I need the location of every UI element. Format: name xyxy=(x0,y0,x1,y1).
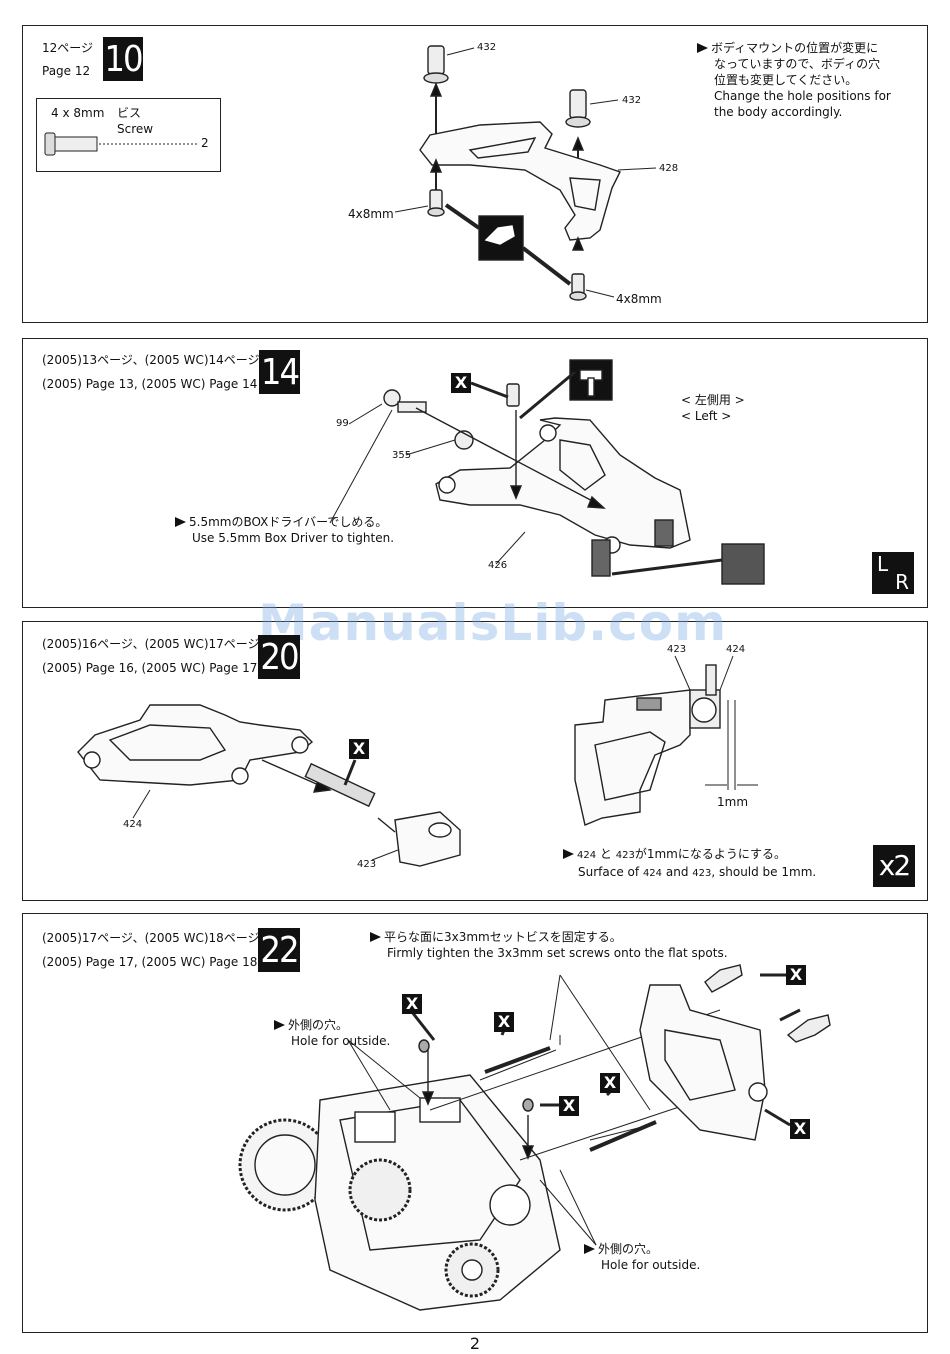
step-10-note: ボディマウントの位置が変更に なっていますので、ボディの穴 位置も変更してくださ… xyxy=(697,40,891,120)
dimension-label: 1mm xyxy=(717,795,749,809)
part-quantity: 2 xyxy=(201,136,209,150)
screw-label-left: 4x8mm xyxy=(348,207,394,221)
step-10-panel xyxy=(22,25,928,323)
callout-432-a: 432 xyxy=(477,42,497,53)
x-marker: X xyxy=(559,1096,579,1116)
step-14-panel xyxy=(22,338,928,608)
x-marker: X xyxy=(349,739,369,759)
step-20-ref-jp: (2005)16ページ、(2005 WC)17ページ xyxy=(42,637,260,651)
page-number: 2 xyxy=(469,1334,481,1353)
hole-note-outside-2: 外側の穴。 Hole for outside. xyxy=(584,1241,700,1273)
arrow-icon xyxy=(175,517,186,527)
step-number-14: 14 xyxy=(259,350,300,394)
body-mount-drawing xyxy=(394,45,657,301)
arrow-icon xyxy=(697,43,708,53)
x-marker: X xyxy=(600,1073,620,1093)
step-14-ref-jp: (2005)13ページ、(2005 WC)14ページ xyxy=(42,353,260,367)
callout-355: 355 xyxy=(392,450,412,461)
parts-box-step-10: 4 x 8mm ビス Screw 2 xyxy=(36,98,221,172)
callout-428: 428 xyxy=(659,163,679,174)
callout-423-detail: 423 xyxy=(667,644,687,655)
hole-note-outside-1: 外側の穴。 Hole for outside. xyxy=(274,1017,390,1049)
side-label: < 左側用 > < Left > xyxy=(681,393,745,423)
step-10-ref-en: Page 12 xyxy=(42,64,91,78)
step-number-22: 22 xyxy=(258,928,300,972)
part-size: 4 x 8mm xyxy=(51,106,105,120)
x-marker: X xyxy=(790,1119,810,1139)
x-marker: X xyxy=(786,965,806,985)
step-22-ref-en: (2005) Page 17, (2005 WC) Page 18 xyxy=(42,955,258,969)
step-10-ref-jp: 12ページ xyxy=(42,41,94,55)
x-marker: X xyxy=(451,373,471,393)
step-22-ref-jp: (2005)17ページ、(2005 WC)18ページ xyxy=(42,931,260,945)
quantity-badge: x2 xyxy=(873,845,915,887)
arrow-icon xyxy=(370,932,381,942)
step-22-note: 平らな面に3x3mmセットビスを固定する。 Firmly tighten the… xyxy=(370,929,728,961)
step-14-ref-en: (2005) Page 13, (2005 WC) Page 14 xyxy=(42,377,258,391)
step-14-note: 5.5mmのBOXドライバーでしめる。 Use 5.5mm Box Driver… xyxy=(175,514,394,546)
callout-424-detail: 424 xyxy=(726,644,746,655)
part-name-jp: ビス xyxy=(117,106,142,120)
step-number-10: 10 xyxy=(103,37,144,81)
step-20-panel xyxy=(22,621,928,901)
callout-432-b: 432 xyxy=(622,95,642,106)
suspension-arm-drawing xyxy=(329,359,915,595)
callout-426: 426 xyxy=(488,560,508,571)
step-20-ref-en: (2005) Page 16, (2005 WC) Page 17 xyxy=(42,661,258,675)
step-20-note: 424 と 423が1mmになるようにする。 Surface of 424 an… xyxy=(563,846,816,882)
step-22-panel xyxy=(22,913,928,1333)
callout-99: 99 xyxy=(336,418,349,429)
left-right-badge: L R xyxy=(872,552,914,594)
callout-423: 423 xyxy=(357,859,377,870)
watermark: ManualsLib.com xyxy=(258,594,728,652)
x-marker: X xyxy=(402,994,422,1014)
screw-icon xyxy=(44,132,197,156)
arrow-icon xyxy=(563,849,574,859)
part-name-en: Screw xyxy=(117,122,154,136)
gearbox-drawing xyxy=(238,964,831,1311)
x-marker: X xyxy=(494,1012,514,1032)
callout-424: 424 xyxy=(123,819,143,830)
arrow-icon xyxy=(584,1244,595,1254)
rod-end-drawing xyxy=(77,655,758,867)
arrow-icon xyxy=(274,1020,285,1030)
step-number-20: 20 xyxy=(258,635,300,679)
screw-label-right: 4x8mm xyxy=(616,292,662,306)
